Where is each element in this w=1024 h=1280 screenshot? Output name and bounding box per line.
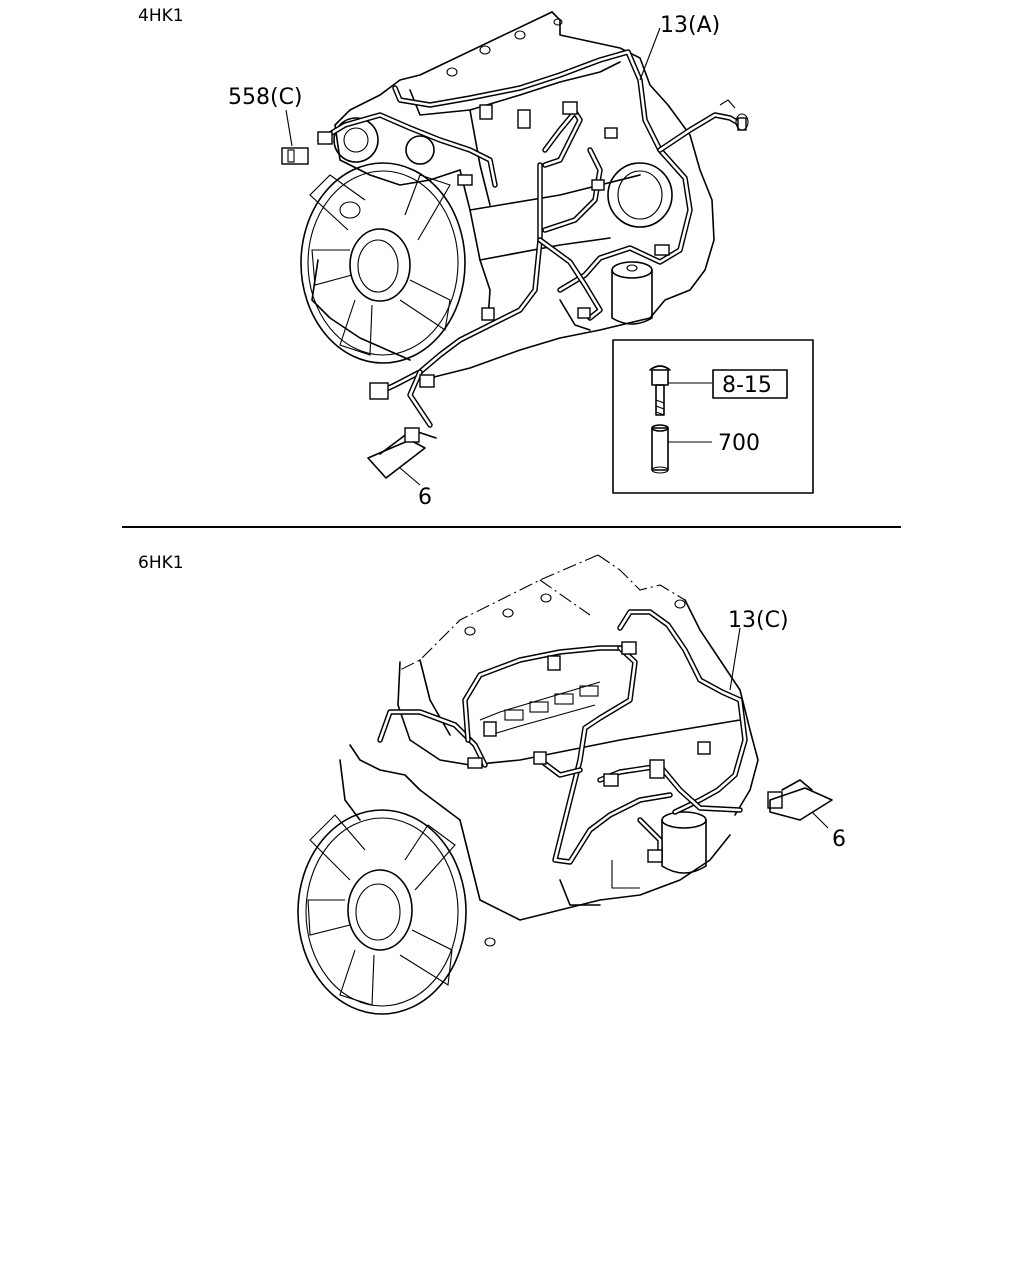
callout-6-6hk1: 6 bbox=[832, 827, 846, 852]
engine-4hk1-drawing bbox=[281, 11, 749, 486]
engine-label-6hk1: 6HK1 bbox=[138, 553, 184, 573]
harness-13a bbox=[317, 49, 749, 428]
section-6hk1: 6HK1 bbox=[138, 553, 846, 1015]
harness-13c bbox=[377, 609, 783, 865]
inset-ref-8-15: 8-15 bbox=[722, 373, 772, 398]
inset-bolt-sleeve: 8-15 700 bbox=[612, 339, 814, 494]
callout-13c: 13(C) bbox=[728, 608, 789, 633]
callout-6-4hk1: 6 bbox=[418, 485, 432, 510]
engine-label-4hk1: 4HK1 bbox=[138, 6, 184, 26]
callout-558c: 558(C) bbox=[228, 85, 303, 110]
section-4hk1: 4HK1 bbox=[138, 6, 814, 510]
callout-13a: 13(A) bbox=[660, 13, 720, 38]
engine-6hk1-drawing bbox=[297, 554, 833, 1015]
connector-558c bbox=[281, 109, 309, 165]
bracket-6-6hk1 bbox=[769, 779, 833, 829]
bracket-6-4hk1 bbox=[367, 427, 437, 486]
inset-ref-700: 700 bbox=[718, 431, 760, 456]
